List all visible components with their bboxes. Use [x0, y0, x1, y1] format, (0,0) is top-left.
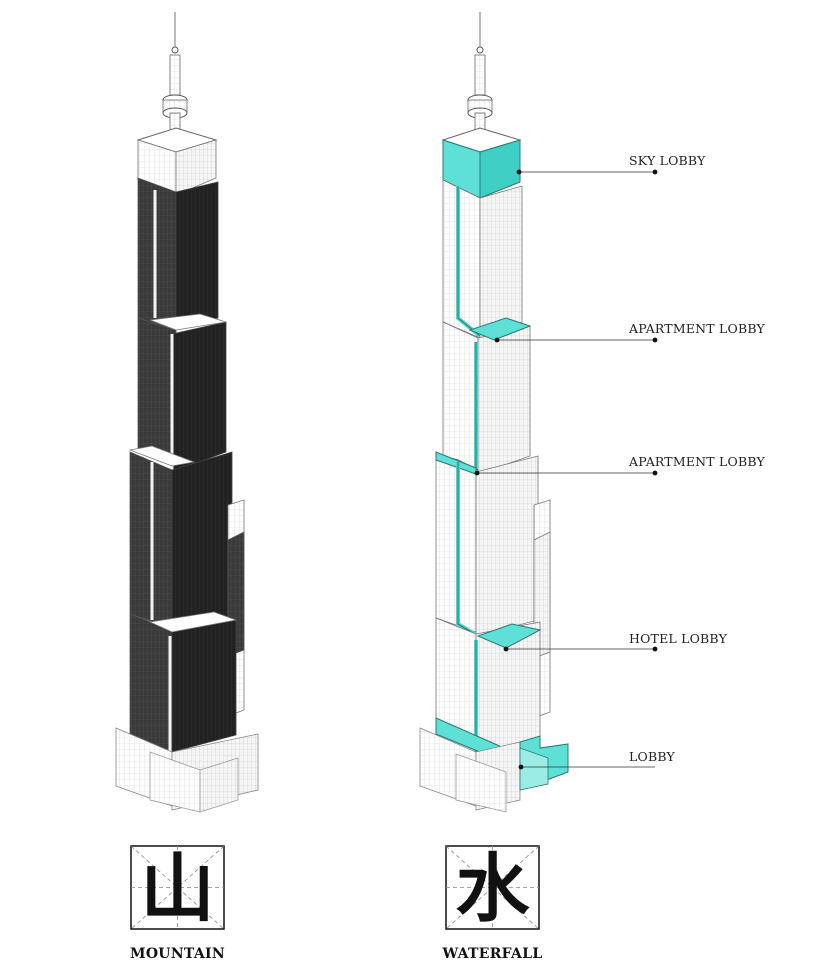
callout-label: SKY LOBBY	[629, 153, 706, 168]
callout-label: APARTMENT LOBBY	[628, 454, 766, 469]
caption-mountain: 山 MOUNTAIN	[130, 845, 225, 962]
mountain-caption: MOUNTAIN	[130, 946, 225, 962]
callout-sky-lobby: SKY LOBBY	[516, 153, 706, 175]
callout-lobby: LOBBY	[518, 749, 676, 770]
callout-label: APARTMENT LOBBY	[628, 321, 766, 336]
mountain-glyph: 山	[141, 846, 215, 932]
callout-label: LOBBY	[629, 749, 676, 764]
apartment-lobby-upper-highlight	[468, 317, 532, 341]
hotel-lobby-highlight	[476, 623, 542, 649]
callout-group: SKY LOBBY APARTMENT LOBBY APARTMENT LOBB…	[474, 153, 766, 770]
mountain-tower	[115, 12, 259, 813]
caption-waterfall: 水 WATERFALL	[441, 845, 542, 962]
callout-apartment-lobby-upper: APARTMENT LOBBY	[494, 321, 766, 343]
callout-label: HOTEL LOBBY	[629, 631, 728, 646]
callout-hotel-lobby: HOTEL LOBBY	[503, 631, 728, 652]
waterfall-glyph: 水	[456, 846, 531, 932]
waterfall-tower	[419, 12, 569, 813]
callout-apartment-lobby-lower: APARTMENT LOBBY	[474, 454, 766, 476]
waterfall-caption: WATERFALL	[441, 946, 542, 962]
